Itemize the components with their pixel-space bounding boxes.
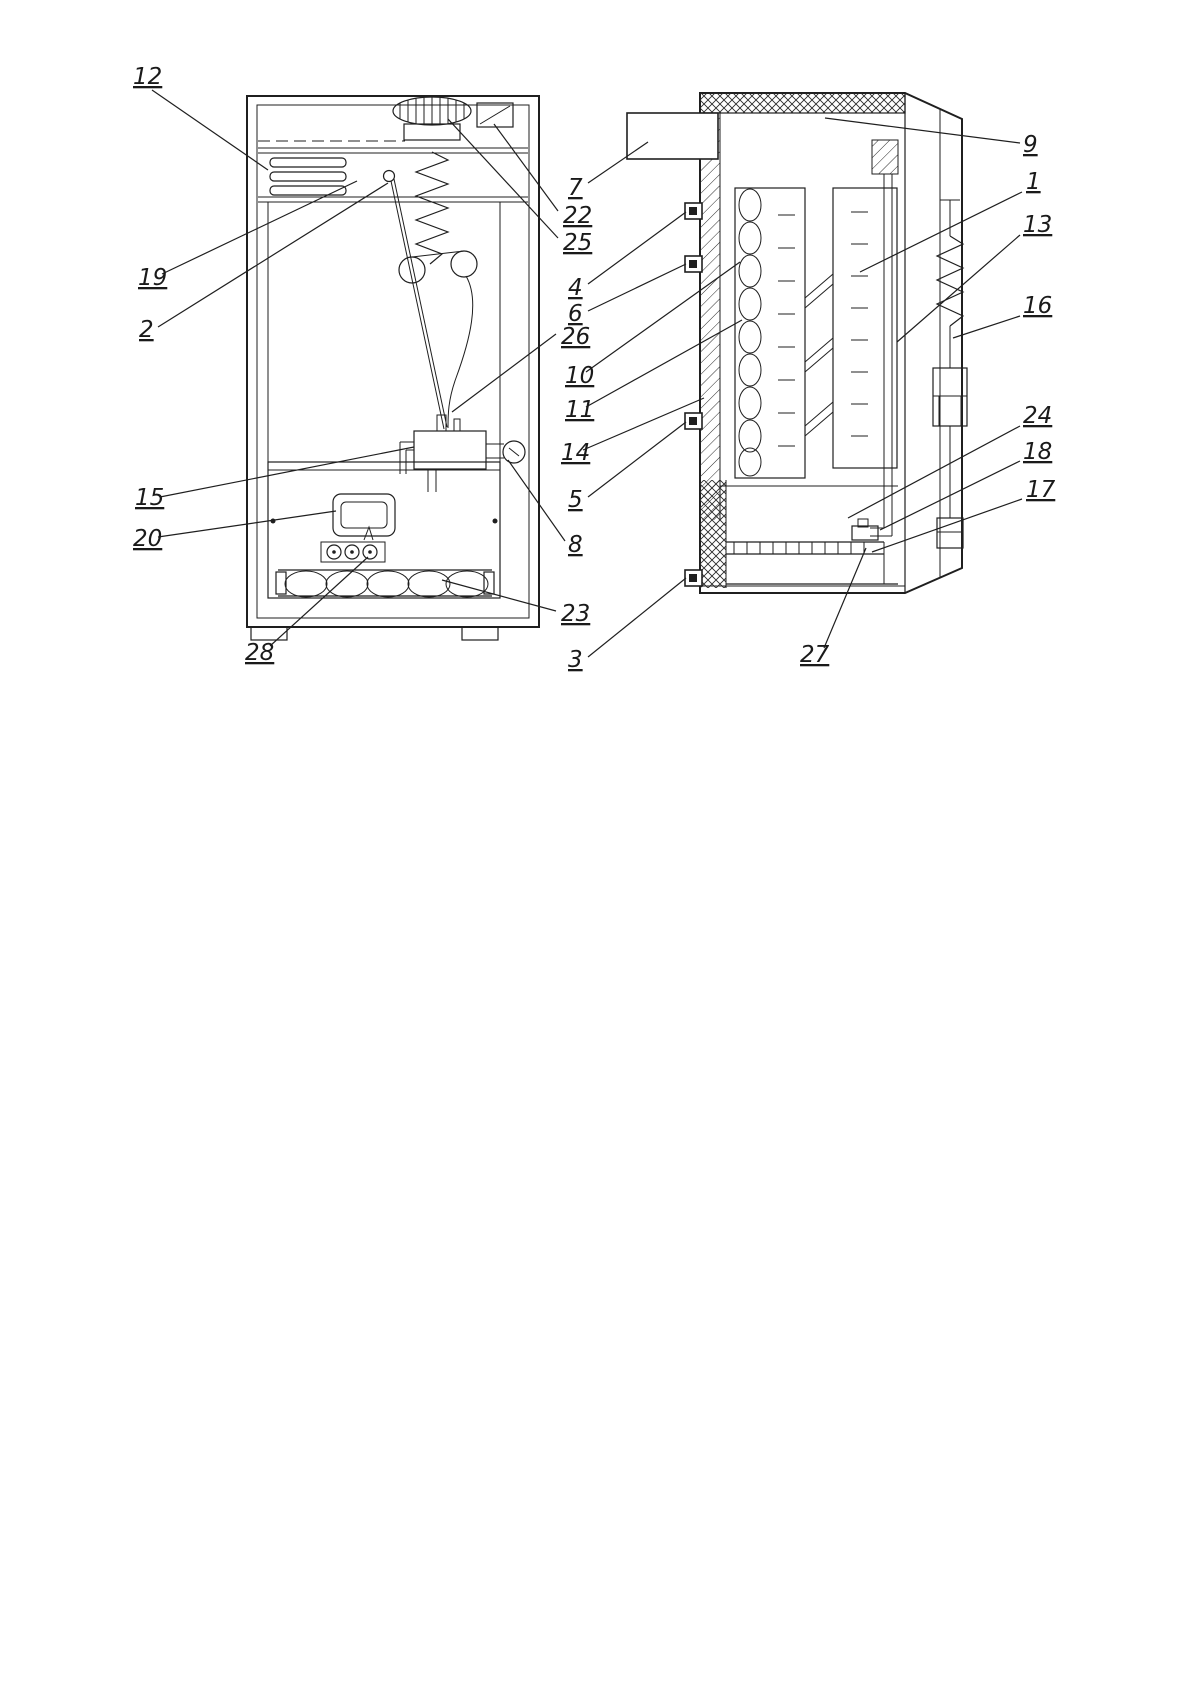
- callout-26-text: 26: [561, 324, 590, 350]
- heat-exchanger-tubes: [734, 187, 806, 479]
- callout-28: 28: [245, 556, 369, 666]
- callout-12-text: 12: [133, 64, 162, 90]
- top-insulation: [699, 92, 906, 114]
- flue-outlet-and-pipe: [870, 139, 899, 537]
- thermostat-capillary-rod: [382, 169, 448, 430]
- heat-exchanger-section: [832, 187, 898, 469]
- gas-valve-assembly: [399, 414, 526, 492]
- burner-tubes: [275, 569, 495, 598]
- callout-25: 25: [447, 118, 592, 256]
- callout-10: 10: [565, 261, 741, 389]
- callout-28-text: 28: [245, 640, 274, 666]
- callout-18: 18: [879, 439, 1052, 531]
- callout-22: 22: [493, 123, 592, 229]
- callout-11-text: 11: [565, 397, 594, 423]
- boiler-side-section-view: [626, 92, 968, 594]
- callout-22-text: 22: [563, 203, 592, 229]
- callout-19: 19: [138, 180, 358, 291]
- flue-baffles: [804, 273, 834, 437]
- callout-24-text: 24: [1023, 403, 1052, 429]
- callout-13: 13: [896, 212, 1052, 343]
- callout-3-text: 3: [568, 647, 583, 673]
- callout-13-text: 13: [1023, 212, 1052, 238]
- callout-23-text: 23: [561, 601, 590, 627]
- callout-27: 27: [800, 547, 867, 668]
- air-louvers: [269, 157, 347, 196]
- sensor-pocket-assembly: [932, 199, 968, 549]
- callout-8: 8: [507, 459, 583, 558]
- callout-3: 3: [568, 577, 687, 673]
- callout-7: 7: [568, 141, 649, 201]
- callout-10-text: 10: [565, 363, 594, 389]
- callout-25-text: 25: [563, 230, 592, 256]
- gas-fitting: [851, 525, 879, 541]
- callout-8-text: 8: [568, 532, 583, 558]
- foot-right: [461, 626, 499, 641]
- callout-18-text: 18: [1023, 439, 1052, 465]
- callout-27-text: 27: [800, 642, 830, 668]
- burner-enclosure: [267, 461, 501, 599]
- callout-20: 20: [133, 510, 337, 552]
- callout-7-text: 7: [568, 175, 583, 201]
- callout-15-text: 15: [135, 485, 164, 511]
- mounting-clips: [684, 202, 703, 587]
- callout-5: 5: [568, 421, 687, 513]
- callout-6-text: 6: [568, 301, 583, 327]
- callout-16: 16: [952, 293, 1052, 339]
- callout-4: 4: [568, 211, 687, 301]
- burner-tray: [720, 485, 898, 585]
- callouts: 12 19 2 15 20 28 7 22: [133, 64, 1056, 673]
- callout-24: 24: [847, 403, 1052, 519]
- flue-connector: [626, 112, 719, 160]
- callout-1-text: 1: [1026, 169, 1041, 195]
- callout-15: 15: [135, 446, 415, 511]
- control-panel: [332, 493, 396, 537]
- callout-17-text: 17: [1026, 477, 1056, 503]
- callout-14-text: 14: [561, 440, 590, 466]
- callout-4-text: 4: [568, 275, 583, 301]
- callout-14: 14: [561, 397, 705, 466]
- callout-26: 26: [451, 324, 590, 413]
- callout-9-text: 9: [1023, 132, 1038, 158]
- callout-2-text: 2: [139, 317, 154, 343]
- callout-20-text: 20: [133, 526, 162, 552]
- callout-19-text: 19: [138, 265, 167, 291]
- callout-5-text: 5: [568, 487, 583, 513]
- callout-16-text: 16: [1023, 293, 1052, 319]
- boiler-front-view: [246, 95, 540, 641]
- callout-12: 12: [133, 64, 269, 171]
- callout-2: 2: [139, 182, 389, 343]
- callout-1: 1: [859, 169, 1041, 273]
- rating-plate: [476, 102, 514, 128]
- callout-11: 11: [565, 319, 743, 423]
- rear-insulation: [700, 113, 720, 520]
- callout-6: 6: [568, 263, 687, 327]
- foot-left: [250, 626, 288, 641]
- spring-and-pulleys: [398, 151, 478, 429]
- callout-17: 17: [871, 477, 1056, 553]
- callout-23: 23: [441, 579, 590, 627]
- pilot-flame-icon: [363, 525, 374, 541]
- callout-9: 9: [824, 117, 1038, 158]
- draft-hood: [392, 96, 472, 141]
- bottom-insulation: [700, 480, 726, 588]
